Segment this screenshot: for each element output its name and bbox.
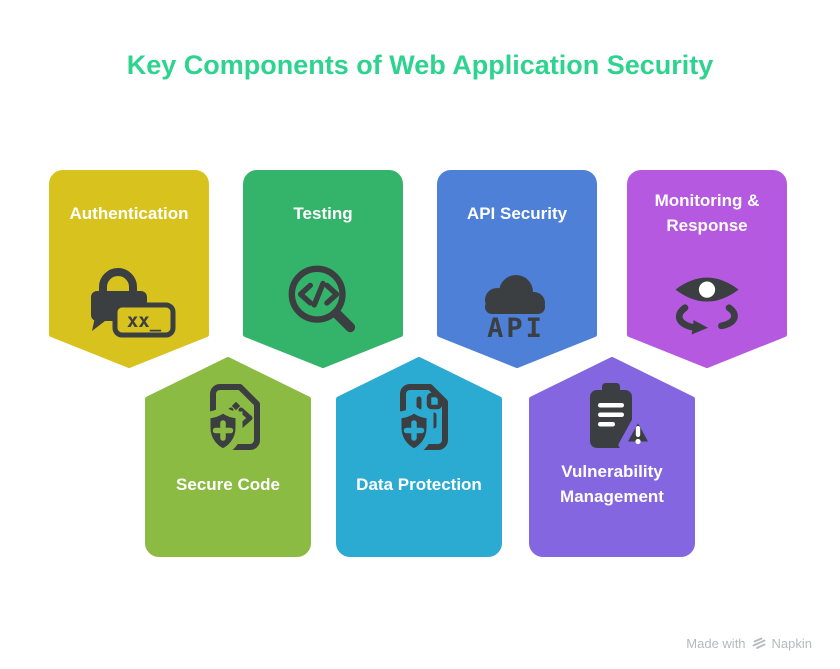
watermark-prefix: Made with [686, 635, 746, 651]
clipboard-warning-icon [529, 381, 695, 461]
pennant-shape [627, 170, 787, 368]
napkin-logo-icon [752, 637, 765, 649]
card-label-testing: Testing [293, 203, 353, 223]
house-shape [145, 357, 311, 557]
card-label-monitoring-response: Monitoring & Response [654, 191, 760, 235]
watermark-brand: Napkin [771, 635, 812, 651]
shield-code-icon [145, 381, 311, 461]
house-shape [529, 357, 695, 557]
lock-password-icon: xx_ [49, 262, 209, 342]
card-label-secure-code: Secure Code [176, 474, 280, 494]
pennant-shape [437, 170, 597, 368]
cloud-api-icon: API [437, 262, 597, 342]
house-shape [336, 357, 502, 557]
card-label-authentication: Authentication [69, 203, 189, 223]
card-data-protection: Data Protection [336, 357, 502, 557]
card-authentication: Authentication xx_ [49, 170, 209, 368]
card-testing: Testing [243, 170, 403, 368]
password-dots-text: xx_ [127, 310, 162, 332]
card-vulnerability-management: Vulnerability Management [529, 357, 695, 557]
card-label-api-security: API Security [466, 203, 568, 223]
card-api-security: API Security API [437, 170, 597, 368]
eye-monitoring-icon [627, 262, 787, 342]
api-text: API [487, 313, 545, 342]
code-search-icon [243, 262, 403, 342]
card-secure-code: Secure Code [145, 357, 311, 557]
card-label-vulnerability-management: Vulnerability Management [560, 462, 664, 506]
page-title: Key Components of Web Application Securi… [126, 50, 714, 80]
made-with-napkin-watermark: Made with Napkin [686, 635, 812, 651]
shield-data-icon [336, 381, 502, 461]
card-monitoring-response: Monitoring & Response [627, 170, 787, 368]
card-label-data-protection: Data Protection [356, 474, 482, 494]
